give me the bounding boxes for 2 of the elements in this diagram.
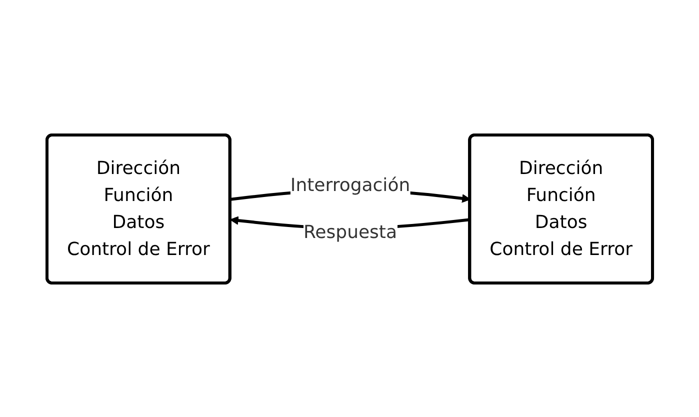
edge-label: Interrogación [290,174,410,196]
edge-label: Respuesta [303,221,397,242]
